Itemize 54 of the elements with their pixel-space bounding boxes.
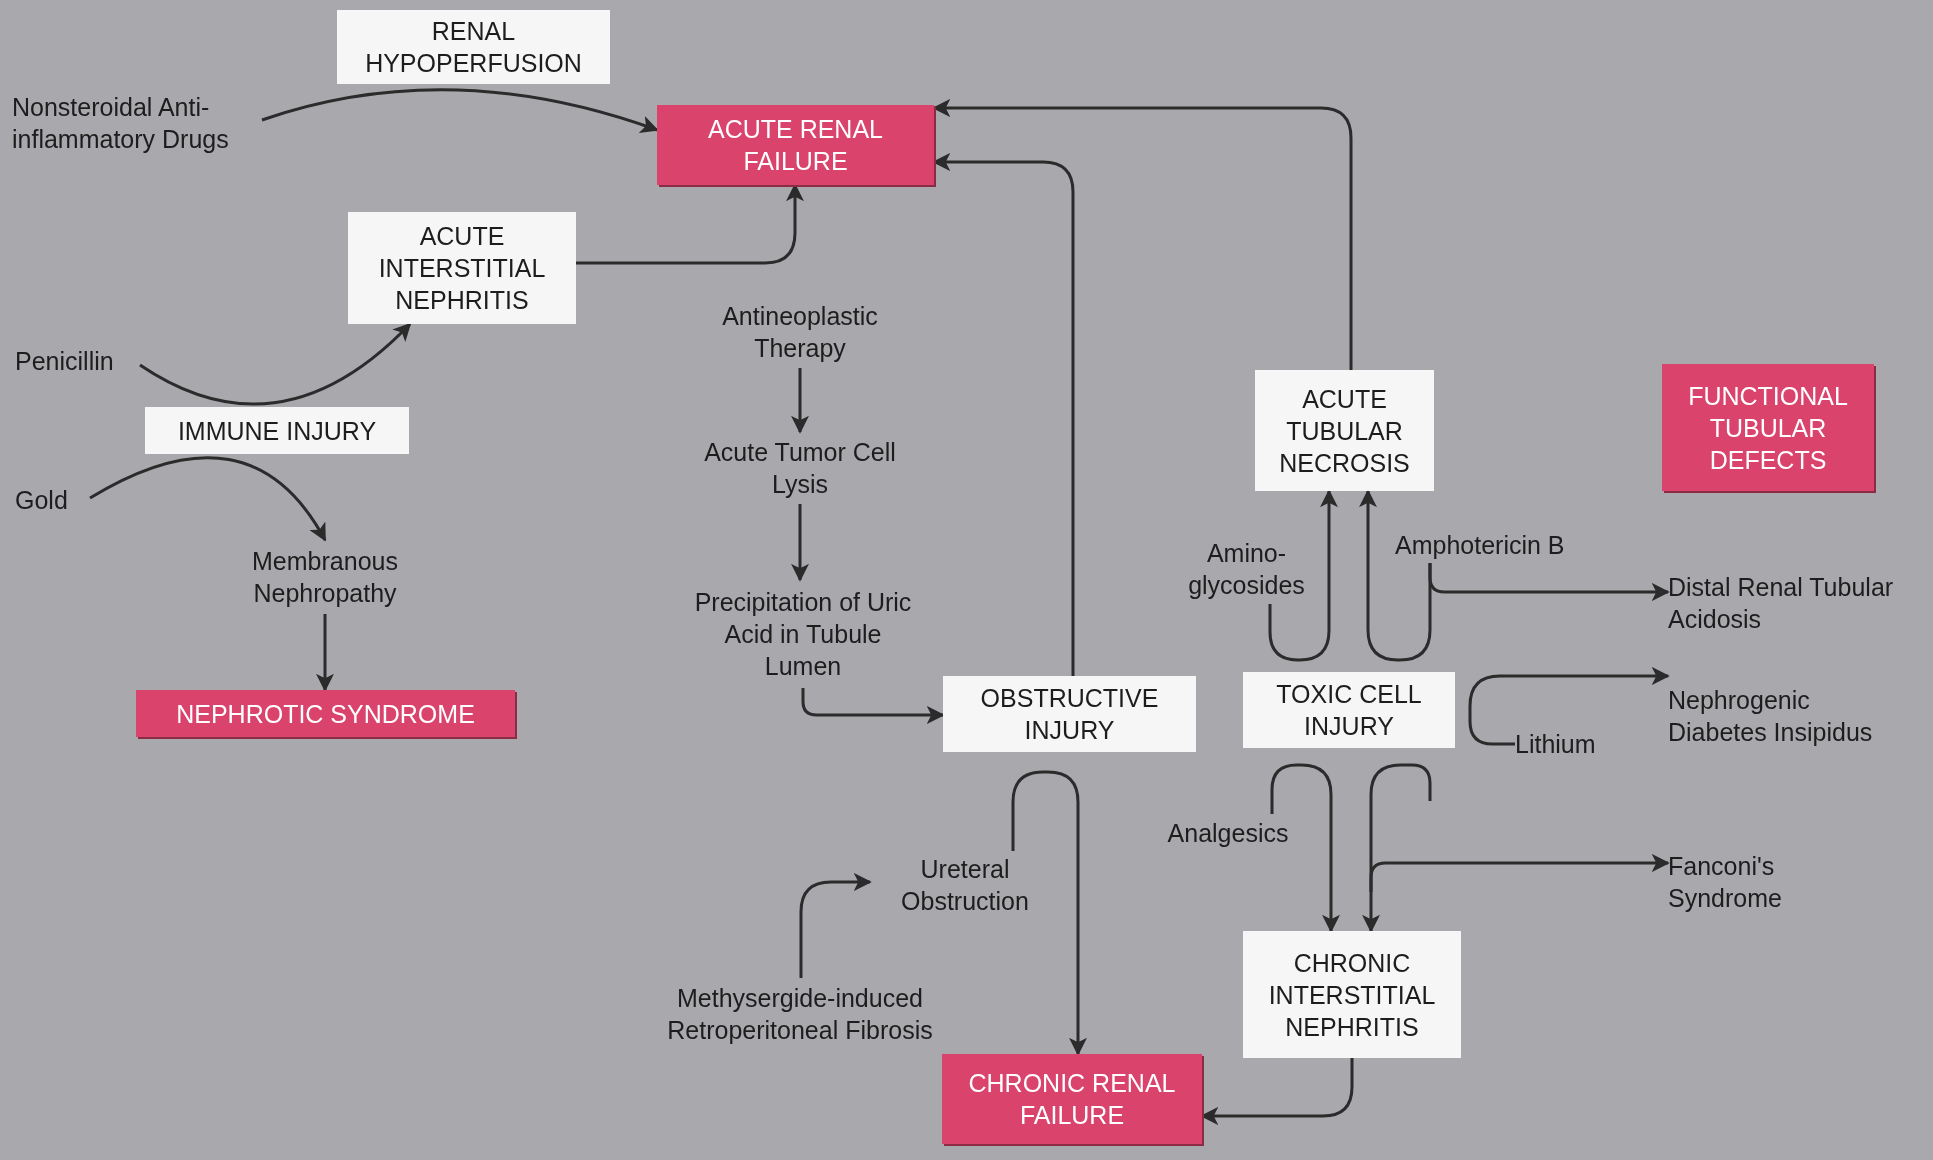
label-box <box>943 676 1196 752</box>
label-box <box>145 407 409 454</box>
arrow <box>799 873 872 978</box>
label-box <box>1243 931 1461 1058</box>
box-label: CHRONIC INTERSTITIAL NEPHRITIS <box>1267 947 1437 1043</box>
box-label: CHRONIC RENAL FAILURE <box>967 1068 1177 1131</box>
arrow <box>1362 763 1432 933</box>
highlight-box <box>942 1054 1202 1144</box>
highlight-box <box>657 105 934 185</box>
arrow <box>261 88 659 134</box>
arrow <box>1270 763 1340 933</box>
node-text: Analgesics <box>1167 817 1289 849</box>
box-label: NEPHROTIC SYNDROME <box>176 698 475 730</box>
node-text: Ureteral Obstruction <box>900 854 1030 917</box>
arrow <box>89 456 327 542</box>
arrow <box>791 504 809 582</box>
arrow <box>801 688 945 724</box>
node-text: Amphotericin B <box>1395 529 1565 561</box>
node-text: Distal Renal Tubular Acidosis <box>1668 571 1895 635</box>
arrow <box>1369 854 1670 892</box>
arrow <box>791 368 809 434</box>
arrow <box>1468 667 1670 746</box>
label-box <box>1255 370 1434 491</box>
arrow <box>1359 489 1432 662</box>
arrow <box>1428 563 1670 601</box>
node-text: Fanconi's Syndrome <box>1668 851 1783 914</box>
arrow <box>1268 489 1338 662</box>
node-text: Amino-glycosides <box>1187 537 1306 601</box>
box-label: FUNCTIONAL TUBULAR DEFECTS <box>1687 380 1849 476</box>
node-text: Methysergide-induced Retroperitoneal Fibrosis <box>666 983 934 1046</box>
node-text: Antineoplastic Therapy <box>721 301 879 364</box>
box-label: ACUTE INTERSTITIAL NEPHRITIS <box>377 221 547 316</box>
box-label: TOXIC CELL INJURY <box>1275 679 1423 742</box>
highlight-box <box>136 690 515 737</box>
label-box <box>348 212 576 324</box>
box-label: ACUTE TUBULAR NECROSIS <box>1278 383 1411 479</box>
node-text: Nephrogenic Diabetes Insipidus <box>1668 684 1874 748</box>
box-label: RENAL HYPOPERFUSION <box>364 16 583 79</box>
node-text: Nonsteroidal Anti-inflammatory Drugs <box>12 92 230 155</box>
arrow <box>316 614 334 692</box>
node-text: Lithium <box>1515 729 1596 760</box>
label-box <box>337 10 610 84</box>
node-text: Membranous Nephropathy <box>251 546 399 609</box>
box-label: IMMUNE INJURY <box>177 415 377 447</box>
label-box <box>1243 672 1455 748</box>
node-text: Precipitation of Uric Acid in Tubule Lumen <box>693 587 913 682</box>
node-text: Penicillin <box>15 345 114 377</box>
arrow <box>139 322 412 406</box>
box-label: OBSTRUCTIVE INJURY <box>979 683 1160 746</box>
arrow <box>1011 770 1087 1056</box>
node-text: Gold <box>15 484 68 516</box>
box-label: ACUTE RENAL FAILURE <box>706 114 884 177</box>
highlight-box <box>1662 364 1874 491</box>
node-text: Acute Tumor Cell Lysis <box>703 437 897 500</box>
